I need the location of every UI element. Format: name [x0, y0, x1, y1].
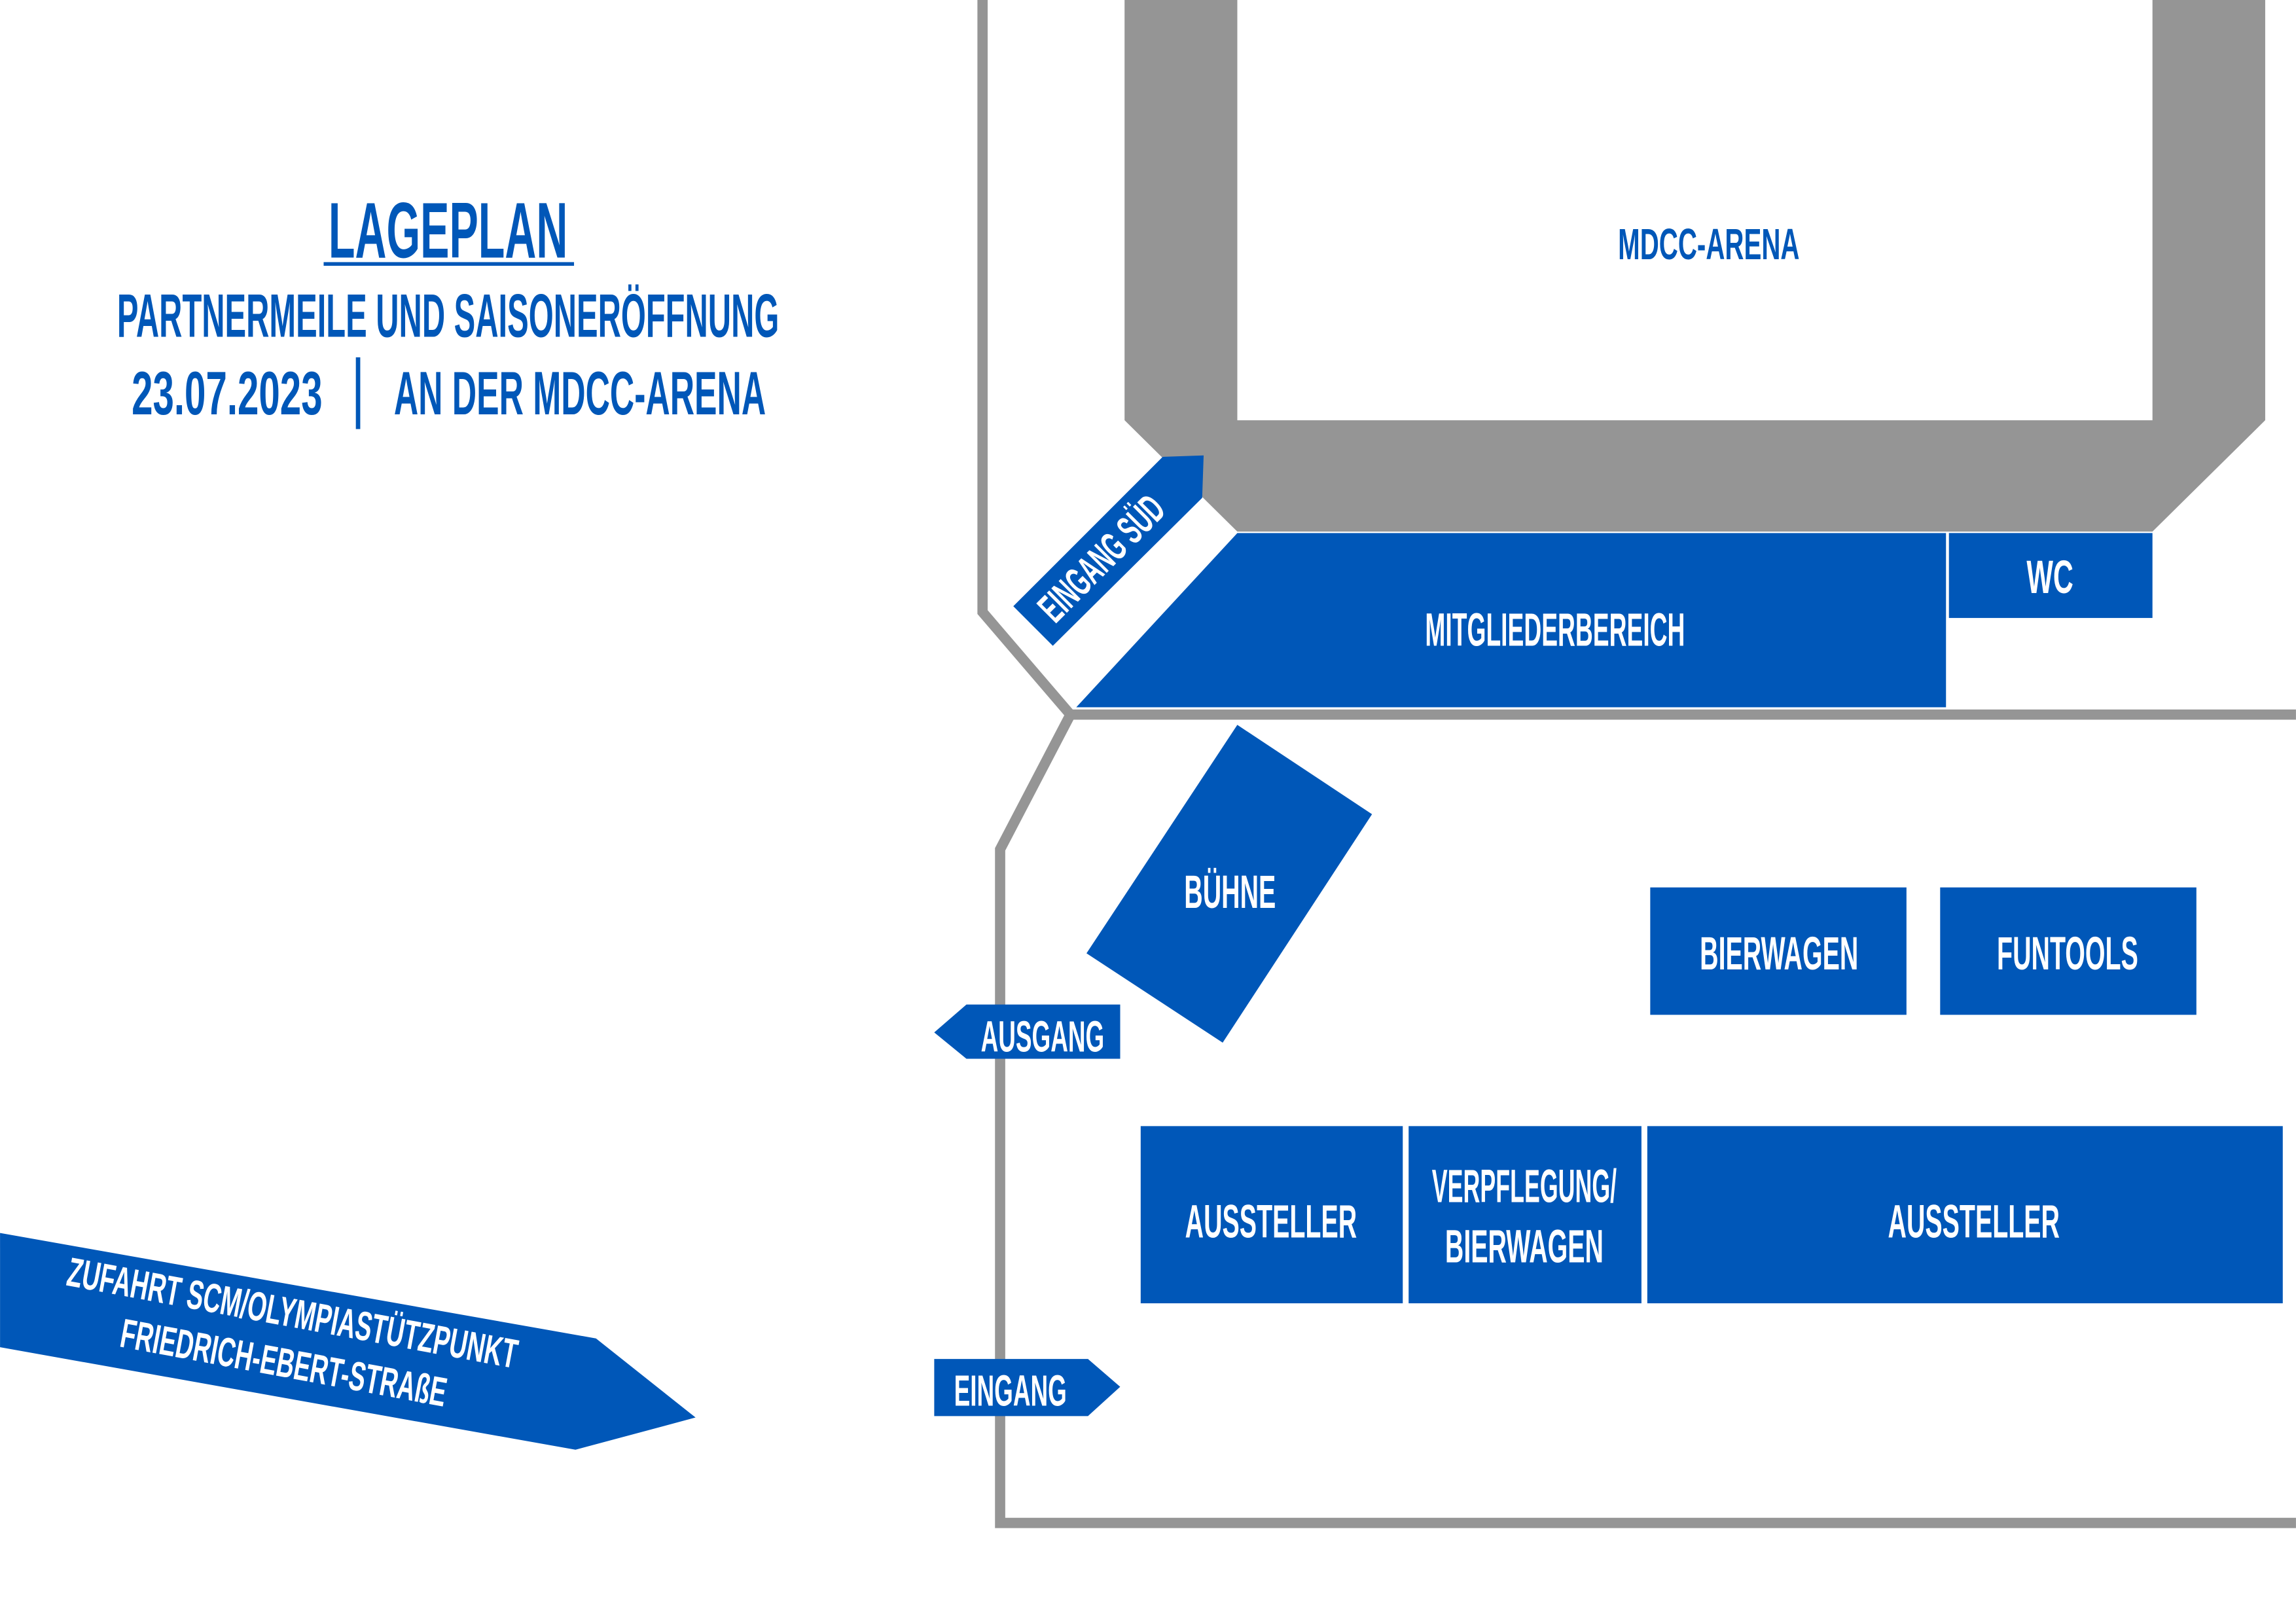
event-subtitle: PARTNERMEILE UND SAISONERÖFFNUNG	[117, 281, 779, 350]
exit-label: AUSGANG	[981, 1013, 1105, 1061]
arena	[1124, 0, 2265, 532]
wc-label: WC	[2026, 551, 2073, 604]
members-area	[1076, 533, 1946, 708]
beer-truck-label: BIERWAGEN	[1700, 928, 1858, 980]
wc	[1948, 533, 2153, 619]
exhibitors-left-label: AUSSTELLER	[1185, 1196, 1357, 1248]
catering	[1408, 1126, 1641, 1304]
event-date: 23.07.2023	[132, 359, 323, 428]
access-road-arrow	[0, 1233, 696, 1450]
stage	[1086, 725, 1372, 1043]
catering-label-line1: VERPFLEGUNG/	[1432, 1160, 1617, 1212]
exit-arrow	[934, 1004, 1121, 1059]
entrance-label: EINGANG	[954, 1367, 1067, 1415]
event-location: AN DER MDCC-ARENA	[394, 359, 766, 428]
path-north	[977, 0, 2296, 720]
exhibitors-right	[1647, 1126, 2283, 1304]
entrance-arrow	[934, 1359, 1121, 1416]
exhibitors-left	[1140, 1126, 1403, 1304]
page-title: LAGEPLAN	[329, 187, 567, 275]
exhibitors-right-label: AUSSTELLER	[1888, 1196, 2060, 1248]
path-festival-area	[995, 712, 2296, 1528]
entrance-south-arrow	[1013, 455, 1204, 646]
beer-truck	[1650, 887, 1907, 1015]
catering-label-line2: BIERWAGEN	[1445, 1221, 1604, 1272]
funtools-label: FUNTOOLS	[1997, 928, 2138, 980]
arena-label: MDCC-ARENA	[1618, 219, 1799, 268]
title-underline	[323, 262, 575, 266]
members-area-label: MITGLIEDERBEREICH	[1425, 604, 1685, 657]
stage-label: BÜHNE	[1184, 867, 1276, 918]
date-separator	[355, 357, 361, 429]
entrance-south-label: EINGANG SÜD	[1029, 486, 1174, 631]
funtools	[1940, 887, 2197, 1015]
